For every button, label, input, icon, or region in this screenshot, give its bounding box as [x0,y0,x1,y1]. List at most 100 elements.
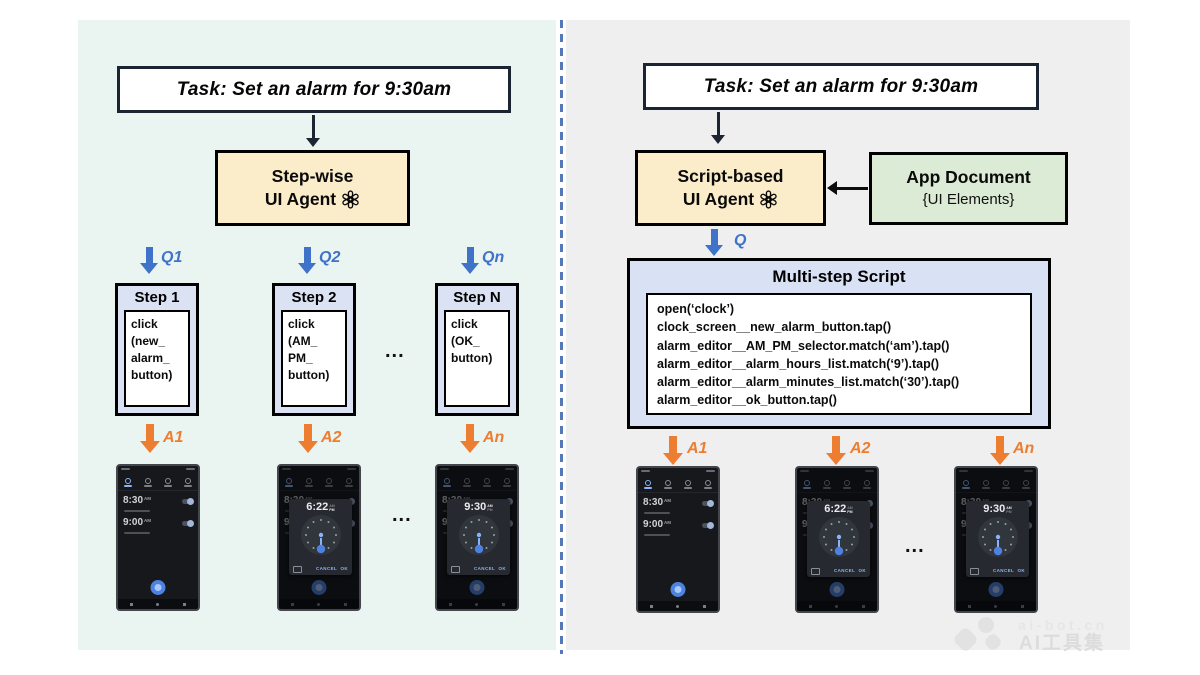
agent-name-line2: UI Agent [264,189,337,209]
answer-arrow-2 [298,424,318,453]
script-line: alarm_editor__AM_PM_selector.match(‘am’)… [657,338,950,353]
clock-dial [458,515,499,555]
agent-name-line1: Script-based [677,166,784,187]
phone-status-bar [638,468,718,477]
alarm-subtext [124,532,150,534]
app-document-box: App Document {UI Elements} [869,152,1068,225]
alarm-toggle [182,519,194,527]
answer-label-right-n: An [1013,440,1035,457]
phone-tab-bar [638,477,718,493]
alarm-time: 8:30AM [123,495,152,506]
alarm-toggle [702,499,714,507]
alarm-row: 8:30AM [118,491,198,506]
alarm-row: 9:00AM [638,515,718,530]
tab-timer [684,480,692,489]
query-arrow-1 [140,247,158,274]
clock-dial [300,515,341,555]
panel-divider [560,20,563,654]
query-arrow-right [705,229,723,256]
keyboard-icon [451,566,460,573]
script-line: open(‘clock’) [657,302,735,316]
alarm-subtext [124,510,150,512]
watermark-text-line1: ai-bot.cn [1018,617,1108,633]
add-alarm-fab [150,580,166,595]
answer-label-right-2: A2 [850,440,871,457]
script-line: alarm_editor__alarm_minutes_list.match(‘… [657,375,960,390]
dialog-buttons: CANCEL OK [834,568,866,574]
query-label-2: Q2 [319,249,341,266]
script-line: alarm_editor__alarm_hours_list.match(‘9’… [657,356,940,371]
alarm-row: 8:30AM [638,493,718,508]
clock-dial [977,517,1018,557]
keyboard-icon [811,568,820,575]
answer-label-right-1: A1 [687,440,708,457]
alarm-time: 8:30AM [643,497,672,508]
agent-name-line2: UI Agent [682,189,755,209]
scriptbased-agent-box: Script-based UI Agent [635,150,826,226]
query-arrow-2 [298,247,316,274]
alarm-subtext [644,534,670,536]
dialog-buttons: CANCEL OK [316,566,348,572]
app-document-title: App Document [906,167,1031,188]
tab-alarm [124,478,132,487]
openai-logo-icon [760,190,777,209]
arrow-appdoc-to-agent [827,181,868,195]
answer-arrow-right-n [990,436,1010,465]
tab-alarm [644,480,652,489]
task-text-right: Task: Set an alarm for 9:30am [703,76,979,97]
phones-ellipsis-left: ... [392,504,412,526]
steps-ellipsis: ... [385,340,405,362]
answer-label-n: An [483,429,505,446]
arrow-task-to-agent-right [711,112,725,144]
query-label-n: Qn [482,249,505,266]
step-action-n: click (OK_ button) [451,317,493,366]
dialog-buttons: CANCEL OK [993,568,1025,574]
openai-logo-icon [342,190,359,209]
step-action-2: click (AM_ PM_ button) [288,317,330,383]
step-action-1: click (new_ alarm_ button) [131,317,173,383]
answer-arrow-right-2 [826,436,846,465]
clock-dial [818,517,859,557]
step-title-1: Step 1 [134,289,180,306]
alarm-row: 9:00AM [118,513,198,528]
step-title-2: Step 2 [291,289,337,306]
query-arrow-n [461,247,479,274]
tab-clock [144,478,152,487]
phone-screenshot-alarm-list: 8:30AM 9:00AM [116,464,200,611]
script-code-block: open(‘clock’) clock_screen__new_alarm_bu… [646,293,1032,415]
script-line: clock_screen__new_alarm_button.tap() [657,320,892,335]
script-line: alarm_editor__ok_button.tap() [657,393,837,408]
phone-screenshot-alarm-list: 8:30AM 9:00AM [636,466,720,613]
phone-tab-bar [118,475,198,491]
alarm-time: 9:00AM [643,519,672,530]
watermark-logo-icon [954,617,1001,651]
answer-label-2: A2 [321,429,342,446]
alarm-time: 9:00AM [123,517,152,528]
task-text-left: Task: Set an alarm for 9:30am [176,79,452,100]
add-alarm-fab [670,582,686,597]
tab-clock [664,480,672,489]
script-title: Multi-step Script [772,267,906,286]
alarm-subtext [644,512,670,514]
task-box-left: Task: Set an alarm for 9:30am [117,66,511,113]
watermark-text-line2: AI工具集 [1019,633,1106,654]
dialog-buttons: CANCEL OK [474,566,506,572]
step-box-1: Step 1 click (new_ alarm_ button) [115,283,199,416]
phone-status-bar [118,466,198,475]
tab-stopwatch [704,480,712,489]
query-label-1: Q1 [161,249,183,266]
arrow-task-to-agent-left [306,115,320,147]
answer-arrow-n [460,424,480,453]
